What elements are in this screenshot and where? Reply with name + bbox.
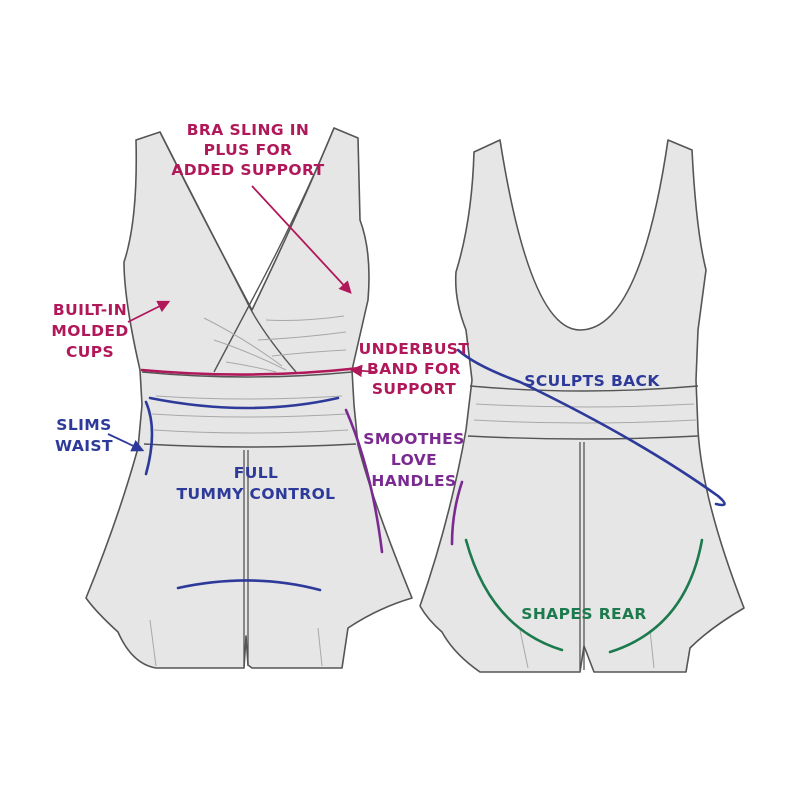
- molded-cups-label-line-1: BUILT-IN: [53, 301, 127, 319]
- tummy-control-label: FULL TUMMY CONTROL: [177, 464, 336, 503]
- front-crossover-right: [213, 127, 335, 373]
- sculpts-back-label: SCULPTS BACK: [524, 372, 660, 390]
- slims-waist-side-left: [144, 400, 154, 476]
- bra-sling-label-line-2: PLUS FOR: [204, 141, 293, 159]
- shapes-rear-curve-left: [464, 538, 564, 652]
- slims-waist-label-line-2: WAIST: [55, 437, 113, 455]
- slims-waist-arrow: [107, 433, 145, 452]
- tummy-control-label-line-1: FULL: [234, 464, 279, 482]
- slims-waist-curve: [148, 396, 340, 410]
- shapes-rear-curve-right: [608, 538, 704, 654]
- love-handles-label: SMOOTHES LOVE HANDLES: [363, 430, 464, 490]
- slims-waist-label-line-1: SLIMS: [56, 416, 111, 434]
- underbust-band-line: [140, 366, 362, 376]
- underbust-label-line-3: SUPPORT: [372, 380, 456, 398]
- front-romper-body: [85, 127, 413, 669]
- back-waistband-top: [469, 385, 699, 392]
- molded-cups-arrow: [127, 300, 171, 323]
- love-handles-label-line-1: SMOOTHES: [363, 430, 464, 448]
- back-hem-fold-2: [649, 629, 655, 669]
- molded-cups-label-line-2: MOLDED: [51, 322, 128, 340]
- front-crossover-left: [159, 131, 297, 373]
- front-waistband-pleats: [151, 395, 349, 434]
- underbust-label-line-1: UNDERBUST: [359, 340, 470, 358]
- back-waistband-bottom: [467, 435, 699, 440]
- underbust-label: UNDERBUST BAND FOR SUPPORT: [359, 340, 470, 398]
- molded-cups-label: BUILT-IN MOLDED CUPS: [51, 301, 128, 361]
- front-waistband-top: [141, 371, 353, 378]
- bra-sling-arrow: [251, 185, 352, 294]
- front-waistband-bottom: [143, 443, 357, 448]
- bra-sling-label: BRA SLING IN PLUS FOR ADDED SUPPORT: [171, 121, 324, 179]
- bra-sling-label-line-1: BRA SLING IN: [187, 121, 310, 139]
- slims-waist-label: SLIMS WAIST: [55, 416, 113, 455]
- tummy-control-curve: [176, 579, 322, 592]
- front-hem-fold-1: [149, 619, 157, 667]
- front-hem-fold-2: [317, 627, 323, 667]
- sculpts-back-line: [456, 348, 726, 507]
- shapes-rear-label: SHAPES REAR: [521, 605, 647, 623]
- bra-sling-label-line-3: ADDED SUPPORT: [171, 161, 324, 179]
- love-handles-label-line-3: HANDLES: [371, 472, 456, 490]
- underbust-arrow: [349, 364, 377, 378]
- molded-cups-label-line-3: CUPS: [66, 343, 114, 361]
- love-handles-curve-front: [344, 408, 384, 554]
- back-waistband-pleats: [473, 403, 697, 424]
- front-romper: [85, 127, 413, 669]
- tummy-control-label-line-2: TUMMY CONTROL: [177, 485, 336, 503]
- love-handles-curve-back: [450, 480, 464, 546]
- back-hem-fold-1: [519, 629, 529, 669]
- love-handles-label-line-2: LOVE: [391, 451, 437, 469]
- front-fold-lines: [203, 315, 347, 373]
- back-romper: [419, 139, 745, 673]
- underbust-label-line-2: BAND FOR: [367, 360, 461, 378]
- back-romper-body: [419, 139, 745, 673]
